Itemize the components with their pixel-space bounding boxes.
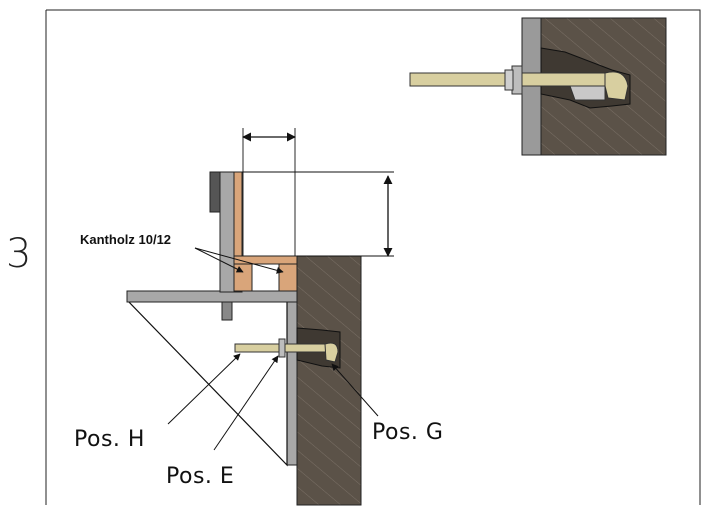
wall-plate xyxy=(286,299,298,466)
timber-block-left xyxy=(233,263,253,292)
kantholz-label: Kantholz 10/12 xyxy=(80,232,172,247)
pos-h-leader xyxy=(167,353,241,425)
wood-top-rail xyxy=(233,255,298,265)
pos-h-label: Pos. H xyxy=(74,427,145,452)
inset-detail xyxy=(409,17,667,156)
inset-bolt-head xyxy=(604,71,629,101)
vertical-post xyxy=(219,171,235,293)
kantholz-leader-1 xyxy=(194,247,244,273)
inset-hammer-head xyxy=(569,85,606,101)
bracket-brace xyxy=(126,299,288,467)
pos-e-leader xyxy=(213,355,279,451)
pos-g-label: Pos. G xyxy=(372,420,444,445)
wood-board xyxy=(233,171,243,293)
inset-washer xyxy=(504,69,514,91)
kantholz-leader-2 xyxy=(194,247,284,274)
step-number: 3 xyxy=(6,231,32,277)
post-bolt xyxy=(221,301,233,321)
timber-block-right xyxy=(278,263,298,292)
concrete-wall xyxy=(296,255,362,506)
pos-e-label: Pos. E xyxy=(166,464,235,489)
horizontal-beam xyxy=(126,290,298,303)
anchor-nut xyxy=(278,338,286,358)
anchor-bolt-head xyxy=(324,342,339,363)
frame-border xyxy=(46,9,701,505)
pos-g-leader xyxy=(331,363,379,417)
post-clamp xyxy=(209,171,221,213)
